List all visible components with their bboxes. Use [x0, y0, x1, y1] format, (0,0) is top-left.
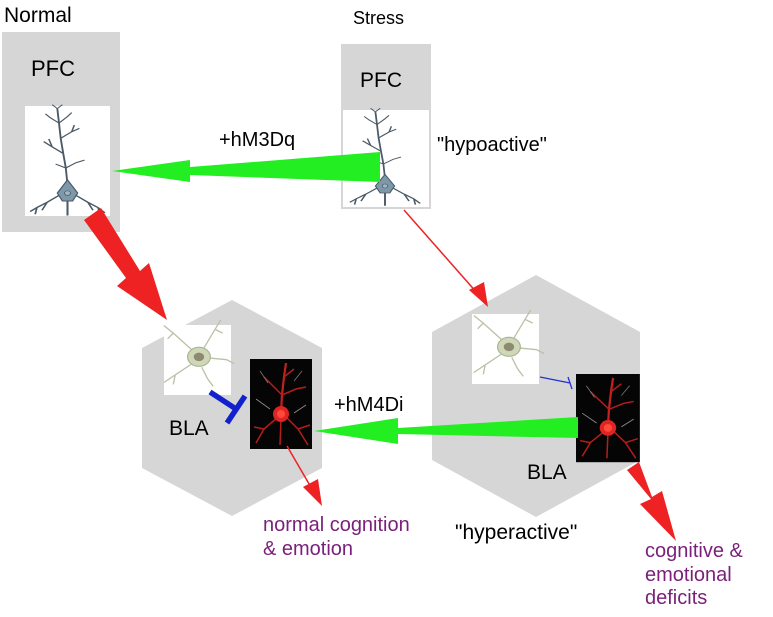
normal-outcome-label: normal cognition & emotion: [263, 514, 410, 560]
bla-output-arrow-stress: [627, 462, 676, 541]
bla-label-stress: BLA: [527, 461, 567, 484]
pfc-to-bla-line-stress: [403, 209, 479, 295]
hypoactive-label: "hypoactive": [437, 134, 547, 156]
bla-output-line-normal: [286, 445, 313, 490]
normal-condition-title: Normal: [4, 4, 72, 27]
bla-label-normal: BLA: [169, 417, 209, 440]
bla-output-arrowhead-normal: [303, 479, 322, 506]
pfc-label-stress: PFC: [360, 69, 402, 92]
stress-condition-title: Stress: [353, 8, 405, 28]
pfc-to-bla-arrowhead-stress: [469, 282, 488, 307]
hm3dq-arrow: [112, 152, 380, 182]
projection-neuron-icon: [248, 357, 314, 451]
hm3dq-label: +hM3Dq: [219, 129, 296, 151]
inhibition-line-normal: [208, 389, 238, 412]
hm4di-label: +hM4Di: [334, 394, 404, 416]
inhibition-line-stress: [539, 376, 571, 384]
hm4di-arrow: [314, 417, 578, 444]
pfc-to-bla-arrow-normal: [84, 208, 167, 320]
projection-neuron-icon: [574, 372, 641, 464]
inhibition-bar-stress: [567, 376, 573, 390]
deficit-outcome-label: cognitive & emotional deficits: [645, 540, 743, 610]
pfc-label-normal: PFC: [31, 56, 75, 81]
hyperactive-label: "hyperactive": [455, 521, 578, 544]
inhibition-bar-normal: [224, 394, 248, 425]
